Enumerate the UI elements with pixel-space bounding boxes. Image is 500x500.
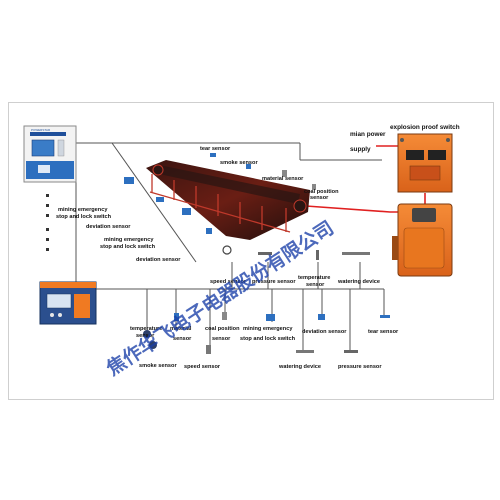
tear-sensor-icon: [210, 153, 216, 157]
material-label-bottom-2: sensor: [173, 336, 192, 342]
temperature-label-mid-2: sensor: [306, 282, 325, 288]
coal-position-label-top-2: sensor: [310, 195, 329, 201]
mining-stop-label-1a: mining emergency: [58, 207, 108, 213]
bus-wiring: [75, 142, 385, 350]
pressure-sensor-label-bottom: pressure sensor: [338, 364, 382, 370]
mining-stop-label-bottom-1: mining emergency: [243, 326, 293, 332]
temperature-label-mid-1: temperature: [298, 275, 330, 281]
temperature-sensor-icon-2: [143, 330, 151, 338]
material-sensor-label-top: material sensor: [262, 176, 304, 182]
pressure-sensor-icon-2: [344, 350, 358, 353]
coal-position-sensor-icon-2: [222, 312, 227, 320]
tear-sensor-icon-2: [380, 315, 390, 318]
material-sensor-icon: [282, 170, 287, 177]
tear-sensor-label-bottom: tear sensor: [368, 329, 399, 335]
deviation-sensor-icon-1: [156, 197, 164, 202]
material-label-bottom-1: material: [170, 326, 192, 332]
temperature-sensor-icon-1: [316, 250, 319, 260]
pressure-sensor-icon-1: [258, 252, 272, 255]
main-power-label-1: mian power: [350, 131, 386, 138]
controller-badge: POWERSTAR: [31, 128, 51, 132]
stop-switch-icon-1: [124, 177, 134, 184]
coal-position-label-bottom-1: coal position: [205, 326, 240, 332]
labels: mian power supply explosion proof switch…: [56, 124, 460, 370]
mining-stop-label-2a: mining emergency: [104, 237, 154, 243]
smoke-sensor-icon-2: [149, 341, 157, 349]
temperature-label-bottom-2: sensor: [136, 333, 155, 339]
mining-stop-label-2b: stop and lock switch: [100, 244, 156, 250]
mining-stop-label-bottom-2: stop and lock switch: [240, 336, 296, 342]
controller-unit: POWERSTAR: [23, 125, 77, 183]
belt-conveyor: [146, 160, 310, 240]
coal-position-sensor-icon: [312, 184, 316, 190]
temperature-label-bottom-1: temperature: [130, 326, 162, 332]
watering-device-label-mid: watering device: [337, 279, 380, 285]
stop-switch-icon-2: [182, 208, 191, 215]
deviation-label-bottom: deviation sensor: [302, 329, 347, 335]
watering-device-icon-2: [296, 350, 314, 353]
sensor-icons: [124, 153, 390, 354]
smoke-sensor-label-bottom: smoke sensor: [139, 363, 177, 369]
watering-device-label-bottom: watering device: [278, 364, 321, 370]
coal-position-label-top-1: coal position: [304, 189, 339, 195]
bottom-controller-unit: [39, 281, 97, 325]
explosion-proof-switch-device: [397, 133, 453, 193]
speed-sensor-label-mid: speed sensor: [210, 279, 247, 285]
power-wiring: [305, 145, 426, 213]
material-sensor-icon-2: [174, 313, 179, 321]
deviation-sensor-icon-3: [318, 314, 325, 320]
watering-device-icon-1: [342, 252, 370, 255]
smoke-sensor-icon: [246, 164, 251, 169]
speed-sensor-icon-2: [206, 345, 211, 354]
pressure-sensor-label-mid: pressure sensor: [252, 279, 296, 285]
mining-stop-label-1b: stop and lock switch: [56, 214, 112, 220]
deviation-sensor-label-1: deviation sensor: [86, 224, 131, 230]
deviation-sensor-icon-2: [206, 228, 212, 234]
main-control-cabinet: [392, 203, 453, 277]
main-power-label-2: supply: [350, 146, 371, 153]
smoke-sensor-label-top: smoke sensor: [220, 160, 258, 166]
coal-position-label-bottom-2: sensor: [212, 336, 231, 342]
stop-switch-icon-3: [266, 314, 275, 321]
dotted-indicator: [46, 194, 49, 251]
speed-sensor-icon-1: [222, 245, 232, 255]
deviation-sensor-label-2: deviation sensor: [136, 257, 181, 263]
speed-sensor-label-bottom: speed sensor: [184, 364, 221, 370]
explosion-proof-switch-label: explosion proof switch: [390, 124, 460, 131]
tear-sensor-label-top: tear sensor: [200, 146, 231, 152]
